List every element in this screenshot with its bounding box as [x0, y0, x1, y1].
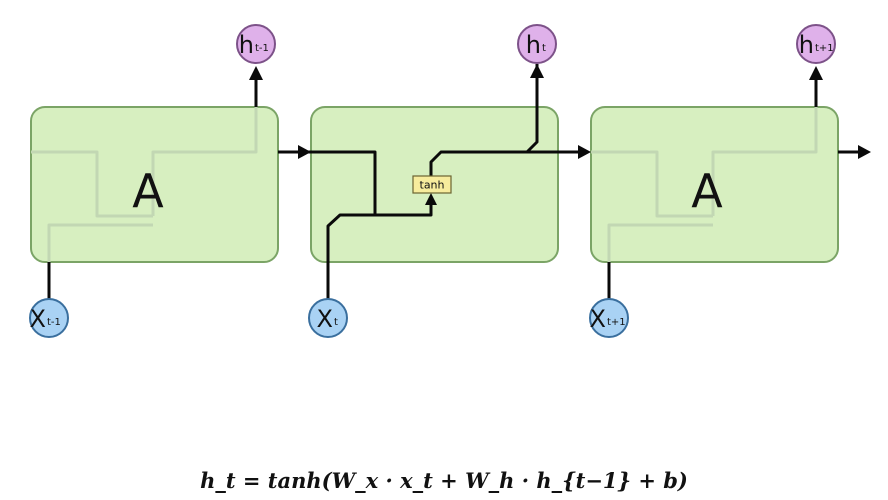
svg-text:h: h: [239, 31, 254, 59]
cell-label-next: A: [691, 164, 723, 218]
arrowhead-output-current: [530, 64, 544, 78]
svg-text:X: X: [317, 305, 333, 333]
input-node-prev-sub: t-1: [47, 317, 61, 328]
rnn-formula: h_t = tanh(W_x · x_t + W_h · h_{t−1} + b…: [200, 468, 688, 493]
output-node-current-sub: t: [542, 43, 546, 54]
output-node-prev-sub: t-1: [255, 43, 269, 54]
svg-text:t-1: t-1: [47, 317, 61, 328]
arrowhead-into-tanh: [425, 193, 437, 205]
output-node-next-sub: t+1: [815, 43, 834, 54]
output-node-current: h t: [517, 24, 557, 64]
output-node-next-main: h: [799, 31, 814, 59]
input-node-prev-main: X: [30, 305, 46, 333]
svg-text:h: h: [526, 31, 541, 59]
svg-text:t+1: t+1: [607, 317, 626, 328]
svg-text:t: t: [542, 43, 546, 54]
svg-text:X: X: [30, 305, 46, 333]
svg-text:X: X: [590, 305, 606, 333]
cell-ghost-wiring-next: [591, 107, 818, 262]
svg-text:t+1: t+1: [815, 43, 834, 54]
input-node-next-sub: t+1: [607, 317, 626, 328]
cell-ghost-wiring-prev: [31, 107, 258, 262]
svg-text:t-1: t-1: [255, 43, 269, 54]
input-node-current-sub: t: [334, 317, 338, 328]
arrowhead-into-next: [578, 145, 591, 159]
arrowhead-into-middle: [298, 145, 311, 159]
output-node-prev-main: h: [239, 31, 254, 59]
input-wire: [326, 213, 431, 303]
tanh-label: tanh: [420, 179, 445, 192]
input-node-current: X t: [308, 298, 348, 338]
input-node-current-main: X: [317, 305, 333, 333]
input-node-prev: X t-1: [29, 298, 69, 338]
arrowhead-output-next: [809, 66, 823, 80]
output-node-current-main: h: [526, 31, 541, 59]
cell-label-prev: A: [132, 164, 164, 218]
svg-text:t: t: [334, 317, 338, 328]
svg-text:h: h: [799, 31, 814, 59]
input-node-next-main: X: [590, 305, 606, 333]
input-node-next: X t+1: [589, 298, 629, 338]
tanh-activation-box: tanh: [412, 175, 452, 194]
arrowhead-final: [858, 145, 871, 159]
output-node-prev: h t-1: [236, 24, 276, 64]
arrowhead-output-prev: [249, 66, 263, 80]
output-node-next: h t+1: [796, 24, 836, 64]
